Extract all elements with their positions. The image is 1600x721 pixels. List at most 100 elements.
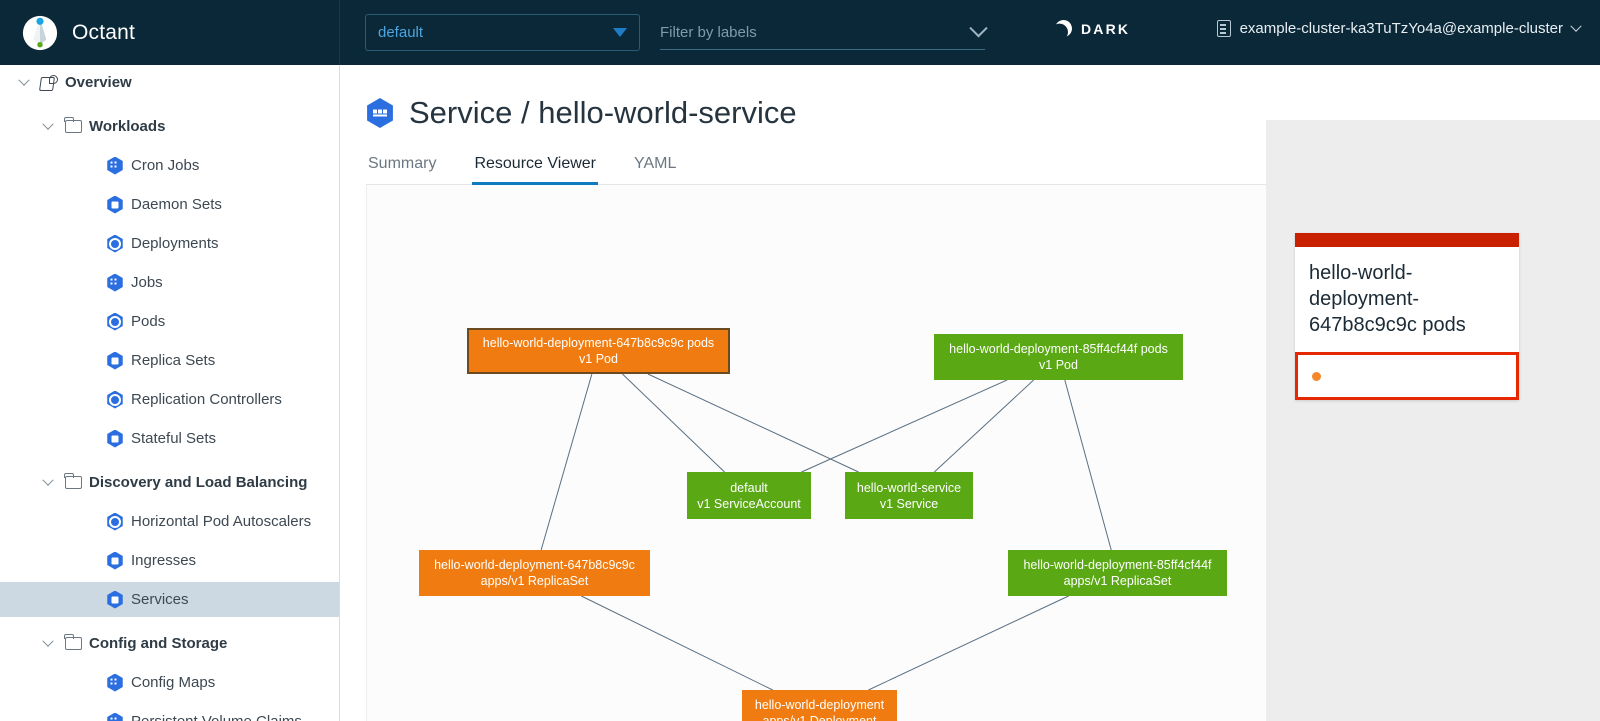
chevron-down-small-icon <box>1570 20 1582 32</box>
warning-status-dot <box>1312 371 1321 381</box>
graph-edge-rs-647-to-deploy <box>581 595 773 691</box>
sidebar-item-replica-sets[interactable]: Replica Sets <box>0 343 339 378</box>
cluster-selector[interactable]: example-cluster-ka3TuTzYo4a@example-clus… <box>1216 20 1582 37</box>
graph-node-name: hello-world-service <box>856 480 962 495</box>
dark-mode-label: DARK <box>1081 20 1131 37</box>
detail-rail: hello-world-deployment-647b8c9c9c pods <box>1266 120 1600 721</box>
pods-icon <box>102 312 128 331</box>
overview-icon <box>36 74 62 91</box>
sidebar-item-label: Replication Controllers <box>131 391 282 408</box>
sidebar-item-label: Persistent Volume Claims <box>128 713 302 721</box>
top-navigation-bar: Octant default Filter by labels DARK exa… <box>0 0 1600 65</box>
sidebar-item-label: Pods <box>131 313 166 330</box>
replication-controllers-icon <box>102 390 128 409</box>
tab-yaml[interactable]: YAML <box>634 155 677 172</box>
sidebar-item-label: Replica Sets <box>131 352 216 369</box>
sidebar-item-label: Cron Jobs <box>131 157 200 174</box>
cron-jobs-icon <box>102 156 128 175</box>
graph-edge-pod-647-to-svc <box>647 373 859 473</box>
sidebar-item-pods[interactable]: Pods <box>0 304 339 339</box>
graph-node-pod-85f[interactable]: hello-world-deployment-85ff4cf44f pods v1… <box>934 334 1183 380</box>
jobs-icon <box>102 273 128 292</box>
graph-edge-rs-85f-to-deploy <box>868 595 1069 691</box>
chevron-down-icon[interactable] <box>12 74 36 87</box>
daemon-sets-icon <box>102 195 128 214</box>
namespace-select[interactable]: default <box>365 14 640 51</box>
card-title: hello-world-deployment-647b8c9c9c pods <box>1309 262 1466 336</box>
tab-resource-viewer[interactable]: Resource Viewer <box>472 149 598 185</box>
sidebar-item-workloads[interactable]: Workloads <box>0 109 339 144</box>
sidebar-item-label: Ingresses <box>131 552 197 569</box>
sidebar-item-label: Deployments <box>131 235 219 252</box>
sidebar-item-jobs[interactable]: Jobs <box>0 265 339 300</box>
cluster-name: example-cluster-ka3TuTzYo4a@example-clus… <box>1239 20 1563 37</box>
sidebar-item-label: Overview <box>65 74 132 91</box>
sidebar-item-services[interactable]: Services <box>0 582 339 617</box>
graph-node-kind: v1 Pod <box>579 352 618 366</box>
namespace-value: default <box>378 24 424 41</box>
resource-detail-card[interactable]: hello-world-deployment-647b8c9c9c pods <box>1295 233 1519 400</box>
sidebar-item-config-maps[interactable]: Config Maps <box>0 665 339 700</box>
sidebar-item-horizontal-pod-autoscalers[interactable]: Horizontal Pod Autoscalers <box>0 504 339 539</box>
graph-node-kind: apps/v1 Deployment <box>762 714 877 721</box>
graph-node-name: hello-world-deployment-647b8c9c9c <box>434 558 635 572</box>
chevron-down-icon[interactable] <box>969 19 988 38</box>
brand[interactable]: Octant <box>0 0 340 65</box>
sidebar-item-ingresses[interactable]: Ingresses <box>0 543 339 578</box>
pvc-icon <box>102 712 128 721</box>
sidebar-item-label: Jobs <box>131 274 163 291</box>
sidebar-item-persistent-volume-claims[interactable]: Persistent Volume Claims <box>0 704 339 721</box>
services-icon <box>102 590 128 609</box>
sidebar-item-cron-jobs[interactable]: Cron Jobs <box>0 148 339 183</box>
sidebar-item-replication-controllers[interactable]: Replication Controllers <box>0 382 339 417</box>
graph-node-kind: v1 Pod <box>1039 358 1078 372</box>
graph-node-name: hello-world-deployment-85ff4cf44f <box>1023 558 1212 572</box>
chevron-down-icon[interactable] <box>36 118 60 131</box>
chevron-down-icon[interactable] <box>36 635 60 648</box>
sidebar-item-overview[interactable]: Overview <box>0 65 339 100</box>
graph-node-deploy[interactable]: hello-world-deployment apps/v1 Deployment <box>742 690 897 721</box>
graph-edge-pod-85f-to-rs-85f <box>1064 379 1112 551</box>
chevron-down-icon[interactable] <box>36 474 60 487</box>
deployments-icon <box>102 234 128 253</box>
graph-node-name: hello-world-deployment <box>754 698 885 712</box>
graph-edge-pod-647-to-rs-647 <box>540 373 593 551</box>
sidebar-item-config-and-storage[interactable]: Config and Storage <box>0 626 339 661</box>
dark-mode-toggle[interactable]: DARK <box>1055 20 1130 37</box>
card-status-row <box>1295 352 1519 400</box>
service-icon <box>367 98 393 128</box>
sidebar-item-daemon-sets[interactable]: Daemon Sets <box>0 187 339 222</box>
page-title: Service / hello-world-service <box>340 65 1600 131</box>
cluster-icon <box>1216 20 1231 37</box>
graph-node-name: default <box>730 480 768 495</box>
label-filter-placeholder: Filter by labels <box>660 24 757 41</box>
graph-node-name: hello-world-deployment-85ff4cf44f pods <box>949 342 1168 356</box>
page-title-text: Service / hello-world-service <box>409 95 797 130</box>
folder-icon <box>60 472 86 489</box>
folder-icon <box>60 633 86 650</box>
moon-icon <box>1053 18 1075 40</box>
sidebar-item-label: Discovery and Load Balancing <box>89 474 308 491</box>
sidebar-item-stateful-sets[interactable]: Stateful Sets <box>0 421 339 456</box>
sidebar-item-label: Workloads <box>89 118 166 135</box>
hpa-icon <box>102 512 128 531</box>
sidebar-item-discovery-and-load-balancing[interactable]: Discovery and Load Balancing <box>0 465 339 500</box>
octant-logo-icon <box>22 15 58 50</box>
folder-icon <box>60 116 86 133</box>
sidebar-item-deployments[interactable]: Deployments <box>0 226 339 261</box>
graph-node-kind: v1 ServiceAccount <box>697 496 801 511</box>
tab-summary[interactable]: Summary <box>368 155 437 172</box>
brand-name: Octant <box>72 20 136 44</box>
tab-bar[interactable]: Summary Resource Viewer YAML <box>366 149 1541 185</box>
sidebar-item-label: Config and Storage <box>89 635 228 652</box>
graph-edge-pod-85f-to-sa <box>801 379 1008 473</box>
label-filter-input[interactable]: Filter by labels <box>660 16 988 50</box>
sidebar-item-label: Stateful Sets <box>131 430 217 447</box>
sidebar-item-label: Daemon Sets <box>131 196 222 213</box>
